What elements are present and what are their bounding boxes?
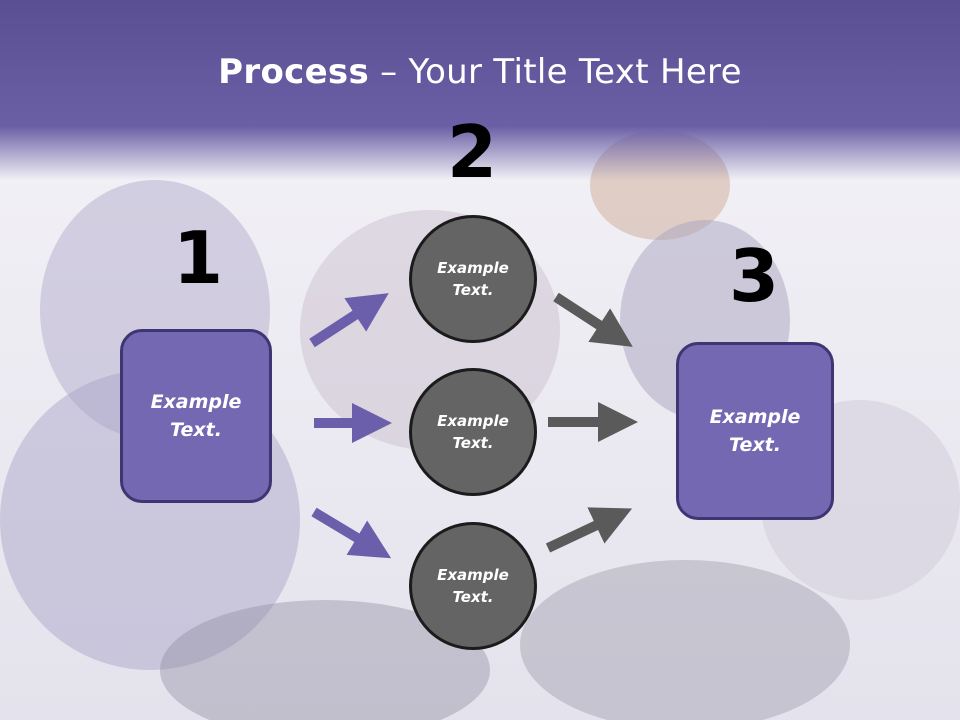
step-2-text-middle: Example Text. [437,411,509,453]
step-2-circle-middle[interactable]: Example Text. [409,368,537,496]
slide-title: Process – Your Title Text Here [0,52,960,92]
step-number-2: 2 [446,110,498,194]
step-1-text: Example Text. [150,390,242,442]
step-2-text-top: Example Text. [437,258,509,300]
arrow-2-to-3-bottom [545,507,633,553]
step-2-text-bottom: Example Text. [437,565,509,607]
arrow-1-to-2-bottom [311,507,392,559]
title-bold: Process [218,52,370,92]
step-2-circle-bottom[interactable]: Example Text. [409,522,537,650]
title-rest: – Your Title Text Here [369,52,742,92]
arrow-2-to-3-top [553,292,633,347]
step-3-box[interactable]: Example Text. [676,342,834,520]
title-band [0,0,960,180]
step-number-1: 1 [172,216,224,300]
arrow-1-to-2-top [309,293,389,348]
step-number-3: 3 [728,234,780,318]
step-2-circle-top[interactable]: Example Text. [409,215,537,343]
step-1-box[interactable]: Example Text. [120,329,272,503]
step-3-text: Example Text. [709,405,801,457]
